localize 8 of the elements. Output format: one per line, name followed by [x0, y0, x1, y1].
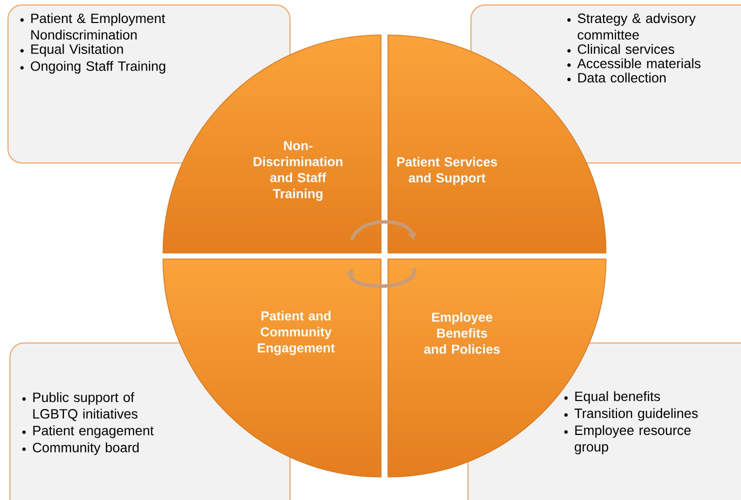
bullet-item: Equal Visitation — [20, 44, 123, 57]
bullet-item: Ongoing Staff Training — [20, 61, 166, 74]
cycle-arrow — [350, 220, 417, 241]
bullet-item: Community board — [22, 442, 139, 455]
bullet-item: Patient engagement — [22, 425, 154, 438]
cycle-arrow — [344, 268, 416, 288]
bullet-item: Patient & Employment Nondiscrimination — [20, 13, 166, 40]
bullet-item: Public support of LGBTQ initiatives — [22, 392, 138, 422]
